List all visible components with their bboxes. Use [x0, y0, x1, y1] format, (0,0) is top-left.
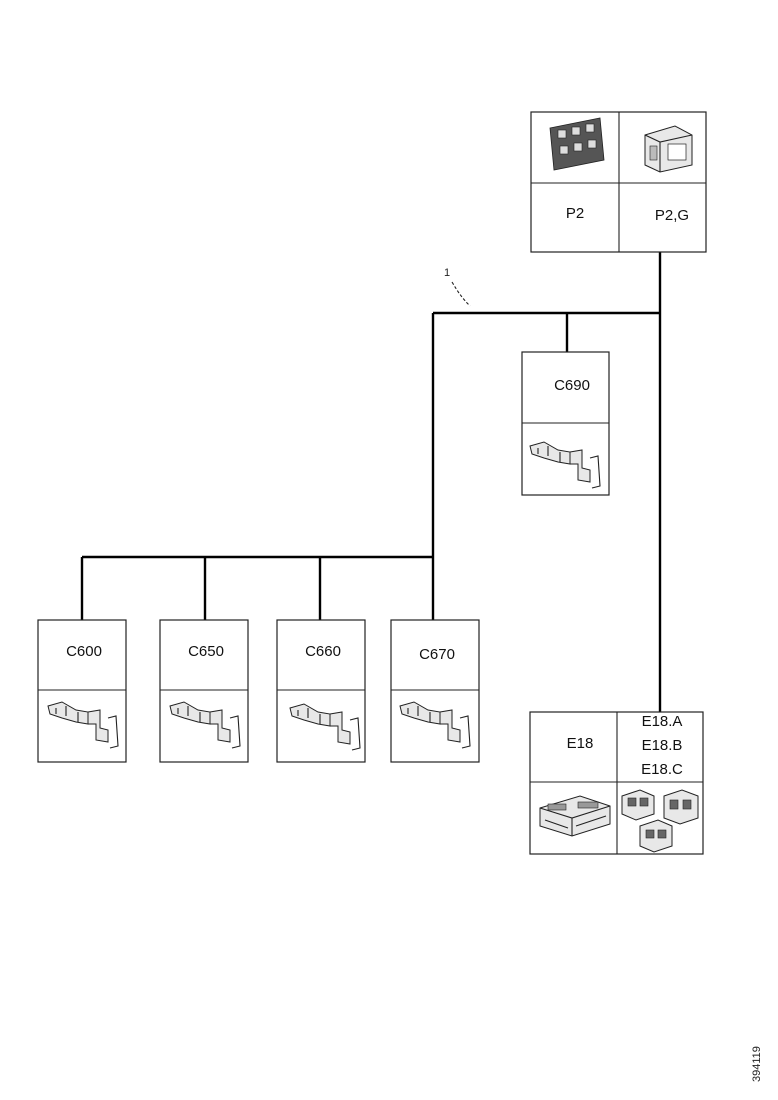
label-c600: C600 — [66, 643, 102, 660]
label-c690: C690 — [554, 377, 590, 394]
label-e18-a: E18.A — [642, 713, 683, 730]
connector-housing-icon — [621, 789, 655, 821]
connector-housing-icon — [549, 117, 605, 171]
control-unit-icon — [539, 795, 611, 837]
connector-c690: C690 — [521, 351, 610, 496]
connector-p2: P2 P2,G — [530, 111, 707, 253]
terminal-pin-icon — [47, 701, 119, 749]
connector-c670: C670 — [390, 619, 480, 763]
label-c660: C660 — [305, 643, 341, 660]
terminal-pin-icon — [399, 701, 471, 749]
connector-housing-icon — [644, 125, 693, 173]
label-p2-g: P2,G — [655, 207, 689, 224]
label-c650: C650 — [188, 643, 224, 660]
connector-housing-icon — [663, 789, 699, 825]
control-unit-e18: E18 E18.A E18.B E18.C — [529, 711, 704, 855]
callout-1: 1 — [444, 267, 471, 307]
label-e18: E18 — [567, 735, 594, 752]
figure-id: 394119 — [751, 1046, 763, 1082]
label-e18-c: E18.C — [641, 761, 683, 778]
terminal-pin-icon — [289, 703, 361, 751]
label-p2: P2 — [566, 205, 584, 222]
connector-c600: C600 — [37, 619, 127, 763]
connector-c650: C650 — [159, 619, 249, 763]
callout-number: 1 — [444, 267, 450, 279]
connector-c660: C660 — [276, 619, 366, 763]
label-e18-b: E18.B — [642, 737, 683, 754]
label-c670: C670 — [419, 646, 455, 663]
terminal-pin-icon — [169, 701, 241, 749]
connector-housing-icon — [639, 819, 673, 853]
terminal-pin-icon — [529, 441, 601, 489]
wire-harness — [80, 252, 662, 712]
